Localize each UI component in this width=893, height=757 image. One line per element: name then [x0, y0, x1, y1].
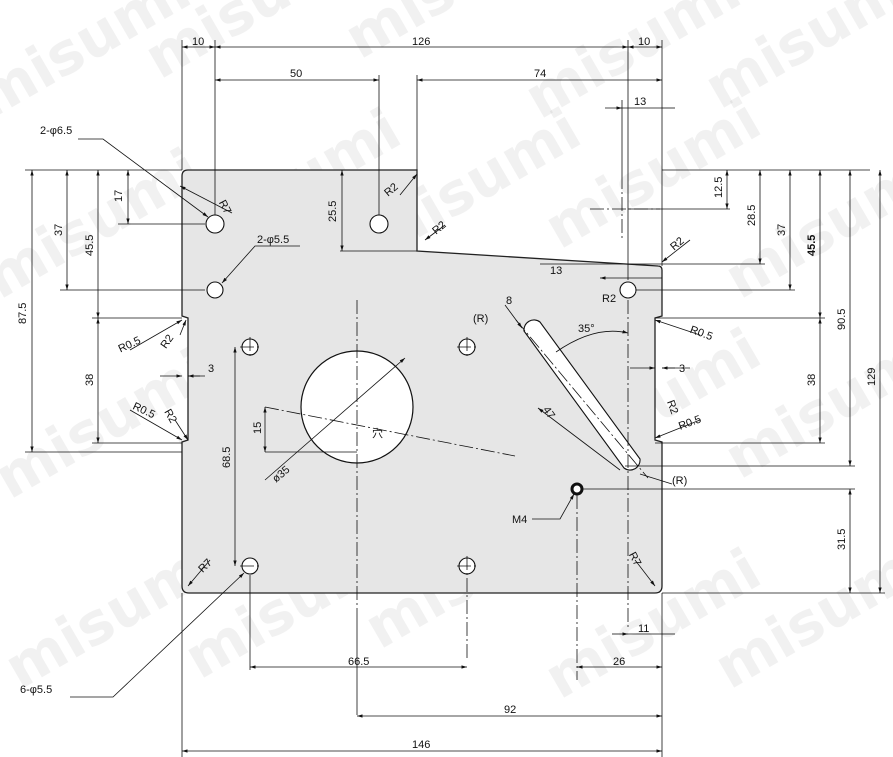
- label-right-129: 129: [866, 368, 878, 386]
- label-top-126: 126: [412, 36, 430, 48]
- hole-5-5-top-right: [619, 281, 637, 299]
- label-top-13: 13: [634, 96, 646, 108]
- hole-6-5-top-mid: [369, 214, 389, 234]
- label-r2-right-low: R2: [664, 399, 680, 416]
- hole-5-5-top-left: [206, 281, 224, 299]
- angled-slot: [515, 319, 649, 479]
- label-left-37: 37: [53, 224, 65, 236]
- label-bottom-66-5: 66.5: [348, 656, 369, 668]
- hole-6-5-top: [205, 214, 225, 234]
- label-15: 15: [252, 422, 264, 434]
- label-68-5: 68.5: [221, 447, 233, 468]
- label-left-45-5: 45.5: [84, 235, 96, 256]
- label-hole-mark: 穴: [372, 426, 383, 440]
- label-right-45-5: 45.5: [806, 235, 818, 256]
- label-m4: M4: [512, 514, 527, 526]
- label-top-10-right: 10: [638, 36, 650, 48]
- label-slot-length: 47: [540, 404, 557, 421]
- label-13-step: 13: [550, 265, 562, 277]
- label-slot-angle: 35°: [578, 323, 595, 335]
- label-r7-bottom-right: R7: [626, 550, 643, 568]
- label-r7-top: R7: [216, 198, 233, 216]
- label-left-17: 17: [113, 190, 125, 202]
- label-25-5: 25.5: [327, 201, 339, 222]
- label-right-12-5: 12.5: [713, 177, 725, 198]
- label-holes-2-5-5: 2-φ5.5: [257, 234, 289, 246]
- label-r2-right-mid: R2: [602, 293, 616, 305]
- label-holes-2-6-5: 2-φ6.5: [40, 125, 72, 137]
- dimension-lines: [25, 40, 885, 757]
- label-top-50: 50: [290, 68, 302, 80]
- label-right-31-5: 31.5: [836, 529, 848, 550]
- label-slot-r-top: (R): [473, 313, 488, 325]
- label-r05-left-top: R0.5: [117, 335, 143, 356]
- label-holes-6-5-5: 6-φ5.5: [20, 684, 52, 696]
- plate-outline: [181, 169, 663, 594]
- label-bottom-26: 26: [613, 656, 625, 668]
- label-left-87-5: 87.5: [17, 303, 29, 324]
- label-r2-right-top: R2: [668, 235, 686, 253]
- label-right-3: 3: [679, 363, 685, 375]
- label-right-37: 37: [776, 224, 788, 236]
- label-left-38: 38: [84, 374, 96, 386]
- label-bottom-92: 92: [504, 704, 516, 716]
- dimension-labels: 10 126 10 50 74 13 2-φ6.5 2-φ5.5 6-φ5.5 …: [17, 36, 878, 751]
- label-top-74: 74: [534, 68, 546, 80]
- label-right-90-5: 90.5: [836, 309, 848, 330]
- center-lines: [240, 175, 660, 680]
- label-top-10-left: 10: [192, 36, 204, 48]
- label-bottom-146: 146: [412, 739, 430, 751]
- label-slot-width: 8: [506, 295, 512, 307]
- label-right-28-5: 28.5: [746, 205, 758, 226]
- m4-tapped-hole: [570, 482, 584, 496]
- label-bottom-11: 11: [638, 623, 649, 635]
- label-slot-r-bottom: (R): [672, 475, 687, 487]
- label-left-3: 3: [208, 363, 214, 375]
- label-right-38: 38: [806, 374, 818, 386]
